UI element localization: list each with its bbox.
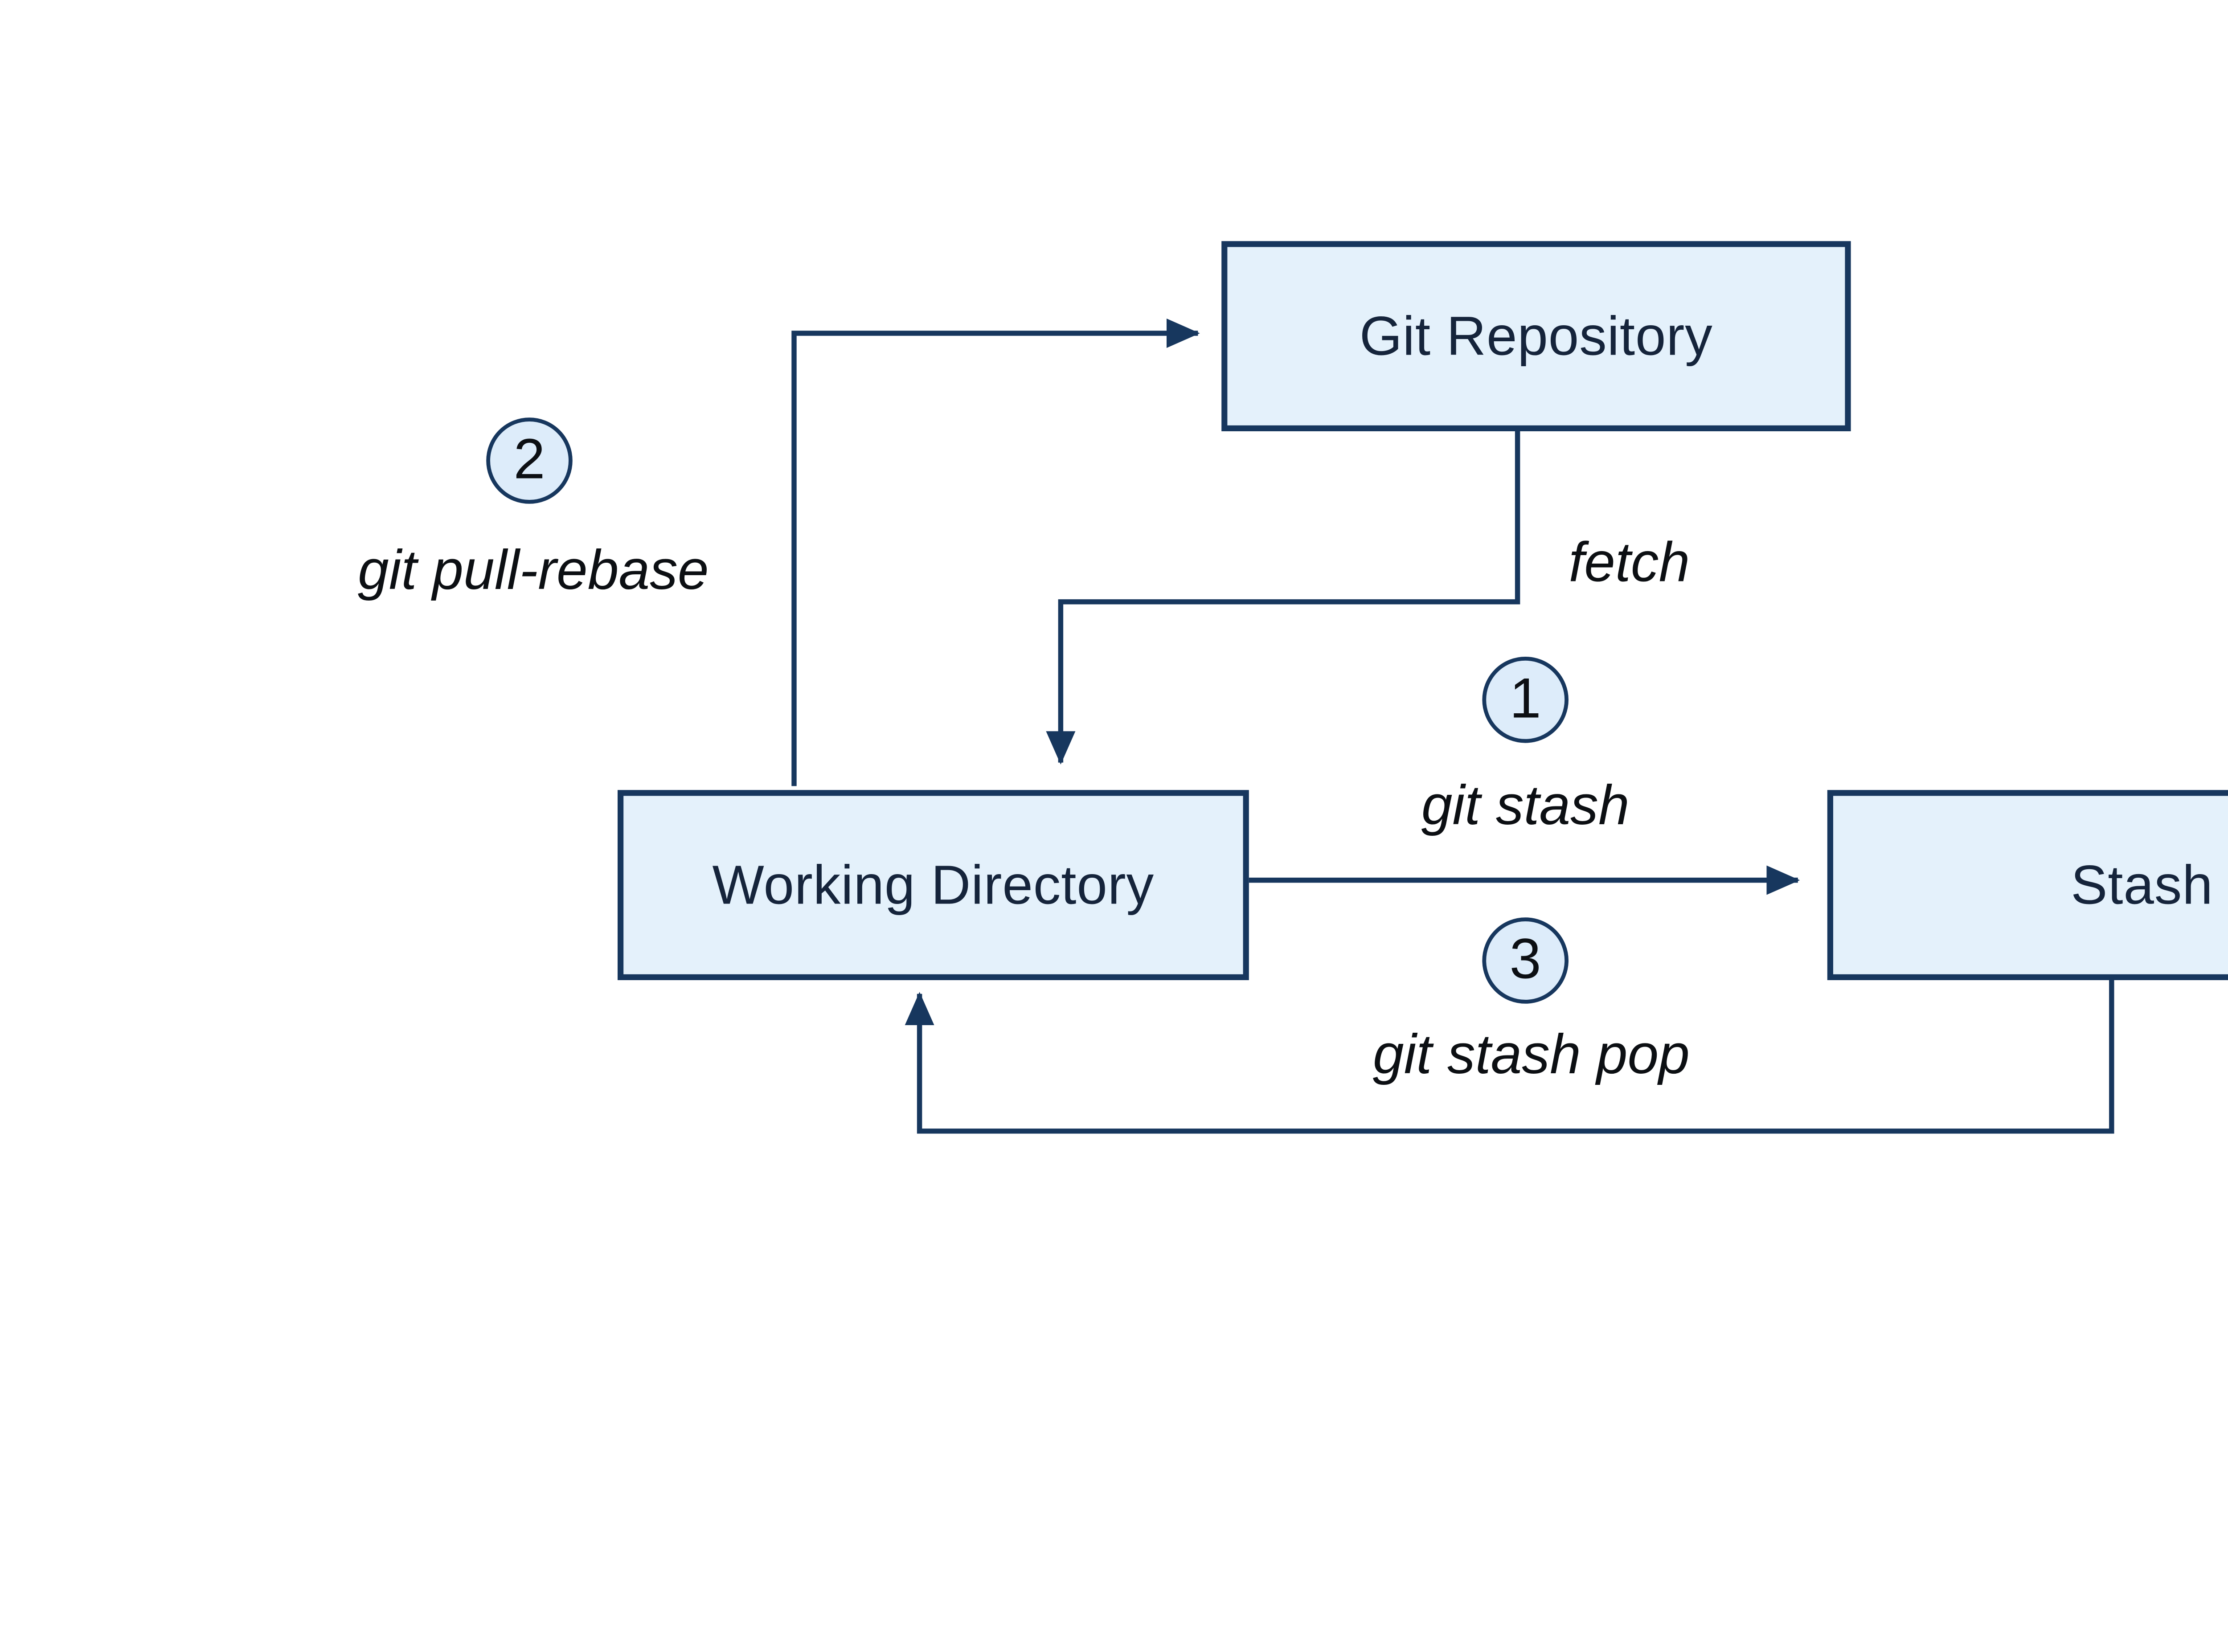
node-stash-label: Stash	[2071, 854, 2213, 915]
step-badge-1: 1	[1482, 657, 1569, 743]
node-working-directory: Working Directory	[618, 790, 1249, 980]
edge-stash-to-working-directory	[905, 970, 2114, 1134]
edge-working-directory-to-git-repository	[791, 319, 1200, 786]
command-label-git-stash-pop: git stash pop	[1372, 1024, 1690, 1087]
command-label-git-stash: git stash	[1421, 775, 1630, 838]
node-git-repository-label: Git Repository	[1359, 305, 1713, 366]
step-badge-2: 2	[486, 417, 573, 504]
step-badge-1-number: 1	[1509, 667, 1541, 730]
edge-git-repository-to-working-directory-fetch	[1046, 425, 1520, 765]
step-badge-3: 3	[1482, 917, 1569, 1004]
step-badge-2-number: 2	[513, 428, 545, 491]
command-label-fetch: fetch	[1569, 532, 1690, 595]
command-label-git-pull-rebase: git pull-rebase	[357, 540, 709, 603]
step-badge-3-number: 3	[1509, 928, 1541, 991]
node-working-directory-label: Working Directory	[712, 854, 1155, 915]
node-stash: Stash	[1827, 790, 2228, 980]
node-git-repository: Git Repository	[1221, 241, 1851, 431]
